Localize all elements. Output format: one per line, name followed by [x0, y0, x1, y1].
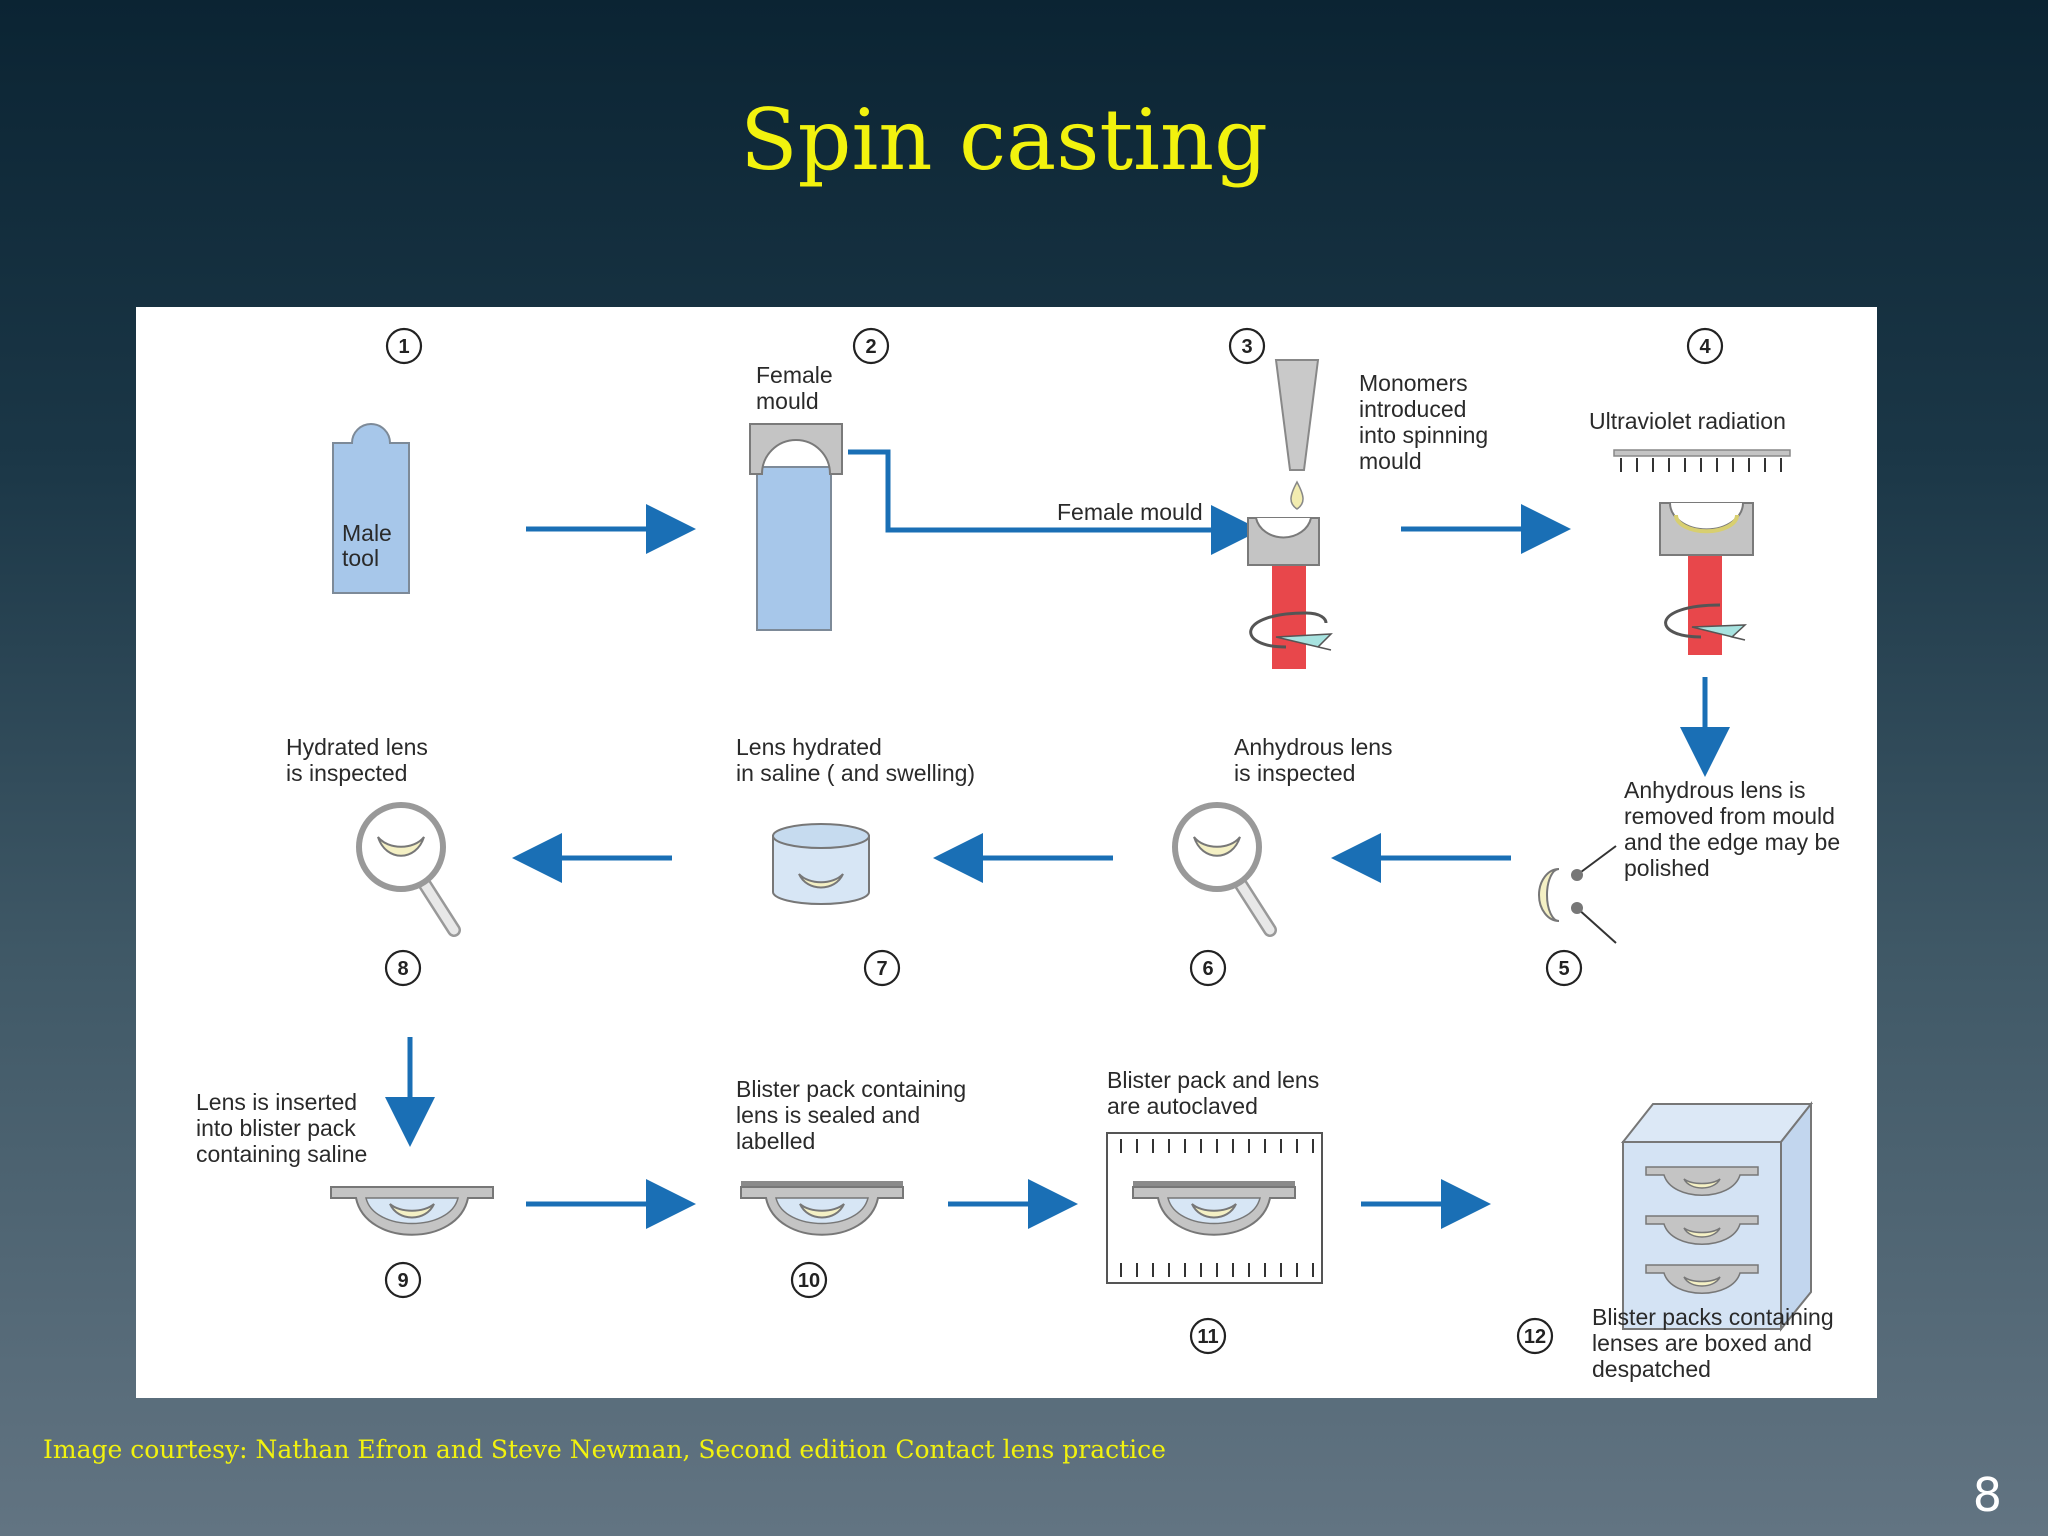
step-number-11: 11 — [1189, 1317, 1227, 1355]
step8-label-1: Hydrated lens — [286, 734, 428, 760]
step12-label-2: lenses are boxed and — [1592, 1330, 1812, 1356]
step-number-10: 10 — [790, 1261, 828, 1299]
step10-label-3: labelled — [736, 1128, 815, 1154]
step-number-8: 8 — [384, 949, 422, 987]
magnifier-anhydrous — [1172, 802, 1277, 937]
step9-label-3: containing saline — [196, 1141, 367, 1167]
step6-label-1: Anhydrous lens — [1234, 734, 1393, 760]
step5-label-4: polished — [1624, 855, 1710, 881]
step7-label-2: in saline ( and swelling) — [736, 760, 975, 786]
svg-text:2: 2 — [865, 336, 876, 358]
male-tool-label-2: tool — [342, 545, 379, 571]
svg-text:8: 8 — [397, 958, 408, 980]
despatch-box — [1620, 1101, 1814, 1332]
female-mould-arrow-label: Female mould — [1057, 499, 1203, 525]
step5-label-1: Anhydrous lens is — [1624, 777, 1806, 803]
autoclave-chamber — [1106, 1132, 1323, 1284]
uv-lamp — [1613, 449, 1791, 472]
step3-label-3: into spinning — [1359, 422, 1488, 448]
svg-text:4: 4 — [1699, 336, 1711, 358]
svg-text:10: 10 — [798, 1270, 820, 1292]
blister-pack-open — [330, 1186, 494, 1236]
female-mould-on-tool — [749, 423, 843, 631]
step-number-6: 6 — [1189, 949, 1227, 987]
step-number-9: 9 — [384, 1261, 422, 1299]
svg-text:7: 7 — [876, 958, 887, 980]
spinning-mould — [1247, 517, 1333, 669]
svg-text:6: 6 — [1202, 958, 1213, 980]
svg-text:11: 11 — [1197, 1326, 1218, 1348]
step3-label-1: Monomers — [1359, 370, 1468, 396]
step2-label-2: mould — [756, 388, 819, 414]
step11-label-1: Blister pack and lens — [1107, 1067, 1319, 1093]
step-number-1: 1 — [385, 327, 423, 365]
uv-curing-mould — [1659, 502, 1754, 655]
page-number: 8 — [1972, 1468, 2002, 1522]
monomer-nozzle — [1274, 359, 1320, 510]
step10-label-1: Blister pack containing — [736, 1076, 966, 1102]
step3-label-2: introduced — [1359, 396, 1466, 422]
slide-title: Spin casting — [740, 91, 1268, 189]
svg-text:5: 5 — [1558, 958, 1569, 980]
step7-label-1: Lens hydrated — [736, 734, 882, 760]
step4-label: Ultraviolet radiation — [1589, 408, 1786, 434]
step9-label-1: Lens is inserted — [196, 1089, 357, 1115]
step11-label-2: are autoclaved — [1107, 1093, 1258, 1119]
svg-text:9: 9 — [397, 1270, 408, 1292]
lens-polishing-tool — [1538, 845, 1617, 944]
spin-casting-diagram: 1 2 3 4 5 6 7 8 9 10 11 12 Male tool Fem… — [136, 307, 1877, 1398]
step-number-4: 4 — [1686, 327, 1724, 365]
male-tool-label-1: Male — [342, 520, 392, 546]
female-mould-arrow — [848, 449, 1261, 555]
step-number-3: 3 — [1228, 327, 1266, 365]
step5-label-3: and the edge may be — [1624, 829, 1840, 855]
image-credit-caption: Image courtesy: Nathan Efron and Steve N… — [43, 1435, 1166, 1464]
step12-label-1: Blister packs containing — [1592, 1304, 1834, 1330]
step2-label-1: Female — [756, 362, 833, 388]
step8-label-2: is inspected — [286, 760, 407, 786]
step9-label-2: into blister pack — [196, 1115, 356, 1141]
step5-label-2: removed from mould — [1624, 803, 1835, 829]
step-number-12: 12 — [1516, 1317, 1554, 1355]
svg-text:12: 12 — [1524, 1326, 1546, 1348]
step-number-5: 5 — [1545, 949, 1583, 987]
step-number-2: 2 — [852, 327, 890, 365]
step3-label-4: mould — [1359, 448, 1422, 474]
svg-text:3: 3 — [1241, 336, 1252, 358]
blister-pack-sealed — [740, 1181, 904, 1236]
male-tool — [332, 423, 410, 594]
step6-label-2: is inspected — [1234, 760, 1355, 786]
svg-text:1: 1 — [398, 336, 409, 358]
magnifier-hydrated — [356, 802, 461, 937]
step12-label-3: despatched — [1592, 1356, 1711, 1382]
step-number-7: 7 — [863, 949, 901, 987]
saline-dish — [772, 823, 870, 905]
step10-label-2: lens is sealed and — [736, 1102, 920, 1128]
